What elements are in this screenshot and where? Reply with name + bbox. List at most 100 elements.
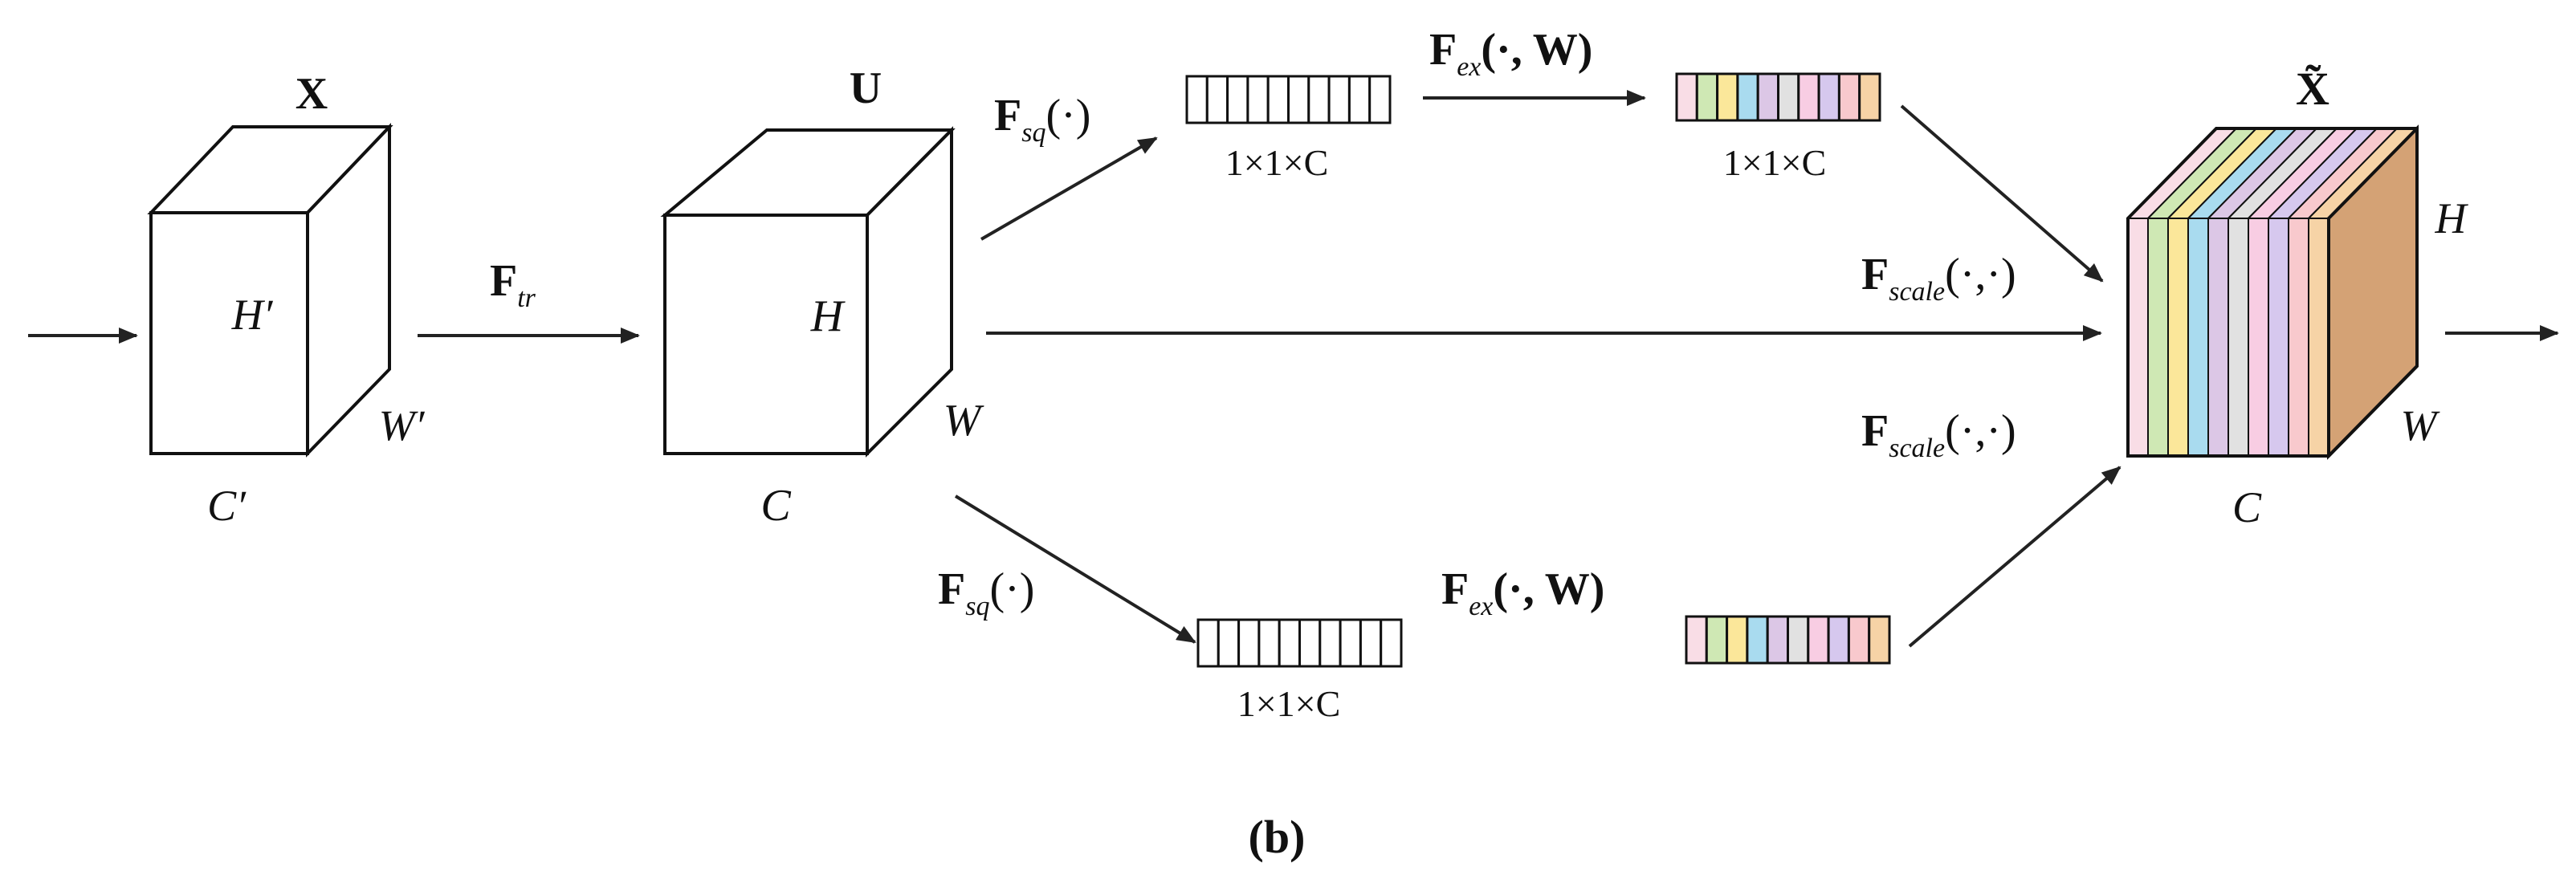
squeeze-bottom-vector-cell xyxy=(1298,618,1322,668)
input-cube-front-face xyxy=(149,211,309,455)
output-front-slice xyxy=(2147,218,2169,457)
squeeze-top-vector-cell xyxy=(1226,75,1249,124)
squeeze-bottom-vector-cell xyxy=(1359,618,1383,668)
squeeze-top-vector-cell xyxy=(1246,75,1270,124)
output-front-slice xyxy=(2308,218,2329,457)
squeeze-bottom-vector xyxy=(1196,618,1403,668)
squeeze-top-vector-cell xyxy=(1287,75,1310,124)
output-front-slice xyxy=(2288,218,2309,457)
excite-top-vector-cell xyxy=(1797,72,1820,122)
excite-top-op-sub: ex xyxy=(1457,52,1481,82)
squeeze-top-dim-label: 1×1×C xyxy=(1225,142,1329,183)
excite-bottom-vector-cell xyxy=(1746,615,1769,665)
u-width-label: W xyxy=(944,396,984,446)
scale-top-op-sub: scale xyxy=(1889,277,1945,307)
squeeze-bottom-vector-cell xyxy=(1196,618,1220,668)
squeeze-bottom-vector-cell xyxy=(1278,618,1301,668)
excite-bottom-op-arg: (·, W) xyxy=(1493,564,1604,614)
squeeze-top-vector-cell xyxy=(1307,75,1331,124)
squeeze-top-vector xyxy=(1185,75,1392,124)
u-cube-front-face xyxy=(663,214,869,455)
squeeze-bottom-vector-cell xyxy=(1217,618,1241,668)
scale-top-operator: Fscale(·,·) xyxy=(1861,250,2016,307)
excite-top-vector-cell xyxy=(1675,72,1698,122)
squeeze-top-vector-cell xyxy=(1185,75,1209,124)
output-front-slice xyxy=(2248,218,2269,457)
output-front-slice xyxy=(2228,218,2249,457)
squeeze-bottom-vector-cell xyxy=(1339,618,1362,668)
squeeze-top-vector-cell xyxy=(1347,75,1372,124)
squeeze-bottom-op-sub: sq xyxy=(965,592,989,621)
input-height-label: H′ xyxy=(231,291,274,339)
excite-top-to-output-arrow xyxy=(1900,104,2104,283)
squeeze-bottom-op-main: F xyxy=(938,564,965,614)
squeeze-top-vector-cell xyxy=(1266,75,1290,124)
figure-caption: (b) xyxy=(1249,811,1306,863)
squeeze-bottom-op-arg: (·) xyxy=(989,564,1034,614)
input-channels-label: C′ xyxy=(207,482,247,530)
excite-bottom-vector-cell xyxy=(1726,615,1749,665)
squeeze-bottom-dim-label: 1×1×C xyxy=(1237,683,1341,724)
excite-top-operator: Fex(·, W) xyxy=(1429,25,1592,82)
excite-top-vector-cell xyxy=(1756,72,1779,122)
excite-top-vector-cell xyxy=(1837,72,1861,122)
output-front-slice xyxy=(2167,218,2189,457)
transform-op-main: F xyxy=(490,256,517,306)
excite-bottom-vector-cell xyxy=(1766,615,1789,665)
excite-top-vector-cell xyxy=(1817,72,1840,122)
excite-top-vector-cell xyxy=(1716,72,1739,122)
u-label: U xyxy=(850,63,882,113)
squeeze-bottom-vector-cell xyxy=(1380,618,1403,668)
excite-bottom-vector-cell xyxy=(1868,615,1891,665)
excite-top-vector xyxy=(1675,72,1881,122)
input-label-x: X xyxy=(296,69,328,119)
squeeze-bottom-arrow xyxy=(954,494,1196,644)
excite-top-vector-cell xyxy=(1777,72,1800,122)
excite-bottom-op-main: F xyxy=(1441,564,1469,614)
squeeze-bottom-operator: Fsq(·) xyxy=(938,564,1034,621)
scale-bottom-op-sub: scale xyxy=(1889,433,1945,463)
excite-bottom-op-sub: ex xyxy=(1469,592,1493,621)
excite-bottom-vector-cell xyxy=(1847,615,1871,665)
transform-op-sub: tr xyxy=(517,283,536,313)
transform-operator: Ftr xyxy=(490,256,536,313)
squeeze-top-operator: Fsq(·) xyxy=(994,91,1090,148)
scale-bottom-op-arg: (·,·) xyxy=(1945,406,2016,456)
excite-top-op-arg: (·, W) xyxy=(1481,25,1592,75)
output-width-label: W xyxy=(2401,401,2441,450)
squeeze-top-op-main: F xyxy=(994,91,1021,140)
squeeze-top-vector-cell xyxy=(1205,75,1229,124)
squeeze-bottom-vector-cell xyxy=(1257,618,1281,668)
excite-bottom-vector-cell xyxy=(1807,615,1830,665)
input-cube-x xyxy=(147,123,393,458)
output-cube xyxy=(2126,124,2419,460)
excite-bottom-to-output-arrow xyxy=(1908,466,2122,648)
excite-top-vector-cell xyxy=(1695,72,1719,122)
excite-bottom-vector xyxy=(1685,615,1891,665)
excite-top-vector-cell xyxy=(1858,72,1881,122)
excite-top-vector-cell xyxy=(1736,72,1759,122)
input-width-label: W′ xyxy=(379,401,426,450)
squeeze-bottom-vector-cell xyxy=(1319,618,1342,668)
excite-bottom-vector-cell xyxy=(1705,615,1729,665)
scale-bottom-operator: Fscale(·,·) xyxy=(1861,406,2016,463)
u-height-label: H xyxy=(810,291,846,341)
squeeze-top-vector-cell xyxy=(1368,75,1392,124)
output-cube-outline xyxy=(2126,127,2419,458)
squeeze-top-vector-cell xyxy=(1327,75,1351,124)
scale-top-op-main: F xyxy=(1861,250,1889,299)
output-channels-label: C xyxy=(2232,483,2262,531)
excite-bottom-vector-cell xyxy=(1827,615,1850,665)
output-height-label: H xyxy=(2435,194,2469,242)
excite-bottom-vector-cell xyxy=(1685,615,1708,665)
scale-top-op-arg: (·,·) xyxy=(1945,250,2016,299)
scale-bottom-op-main: F xyxy=(1861,406,1889,456)
output-front-slice xyxy=(2127,218,2149,457)
excite-top-dim-label: 1×1×C xyxy=(1723,142,1827,183)
squeeze-top-arrow xyxy=(980,136,1158,241)
excite-bottom-vector-cell xyxy=(1787,615,1810,665)
u-channels-label: C xyxy=(760,481,791,531)
output-label: X̃ xyxy=(2296,63,2329,115)
